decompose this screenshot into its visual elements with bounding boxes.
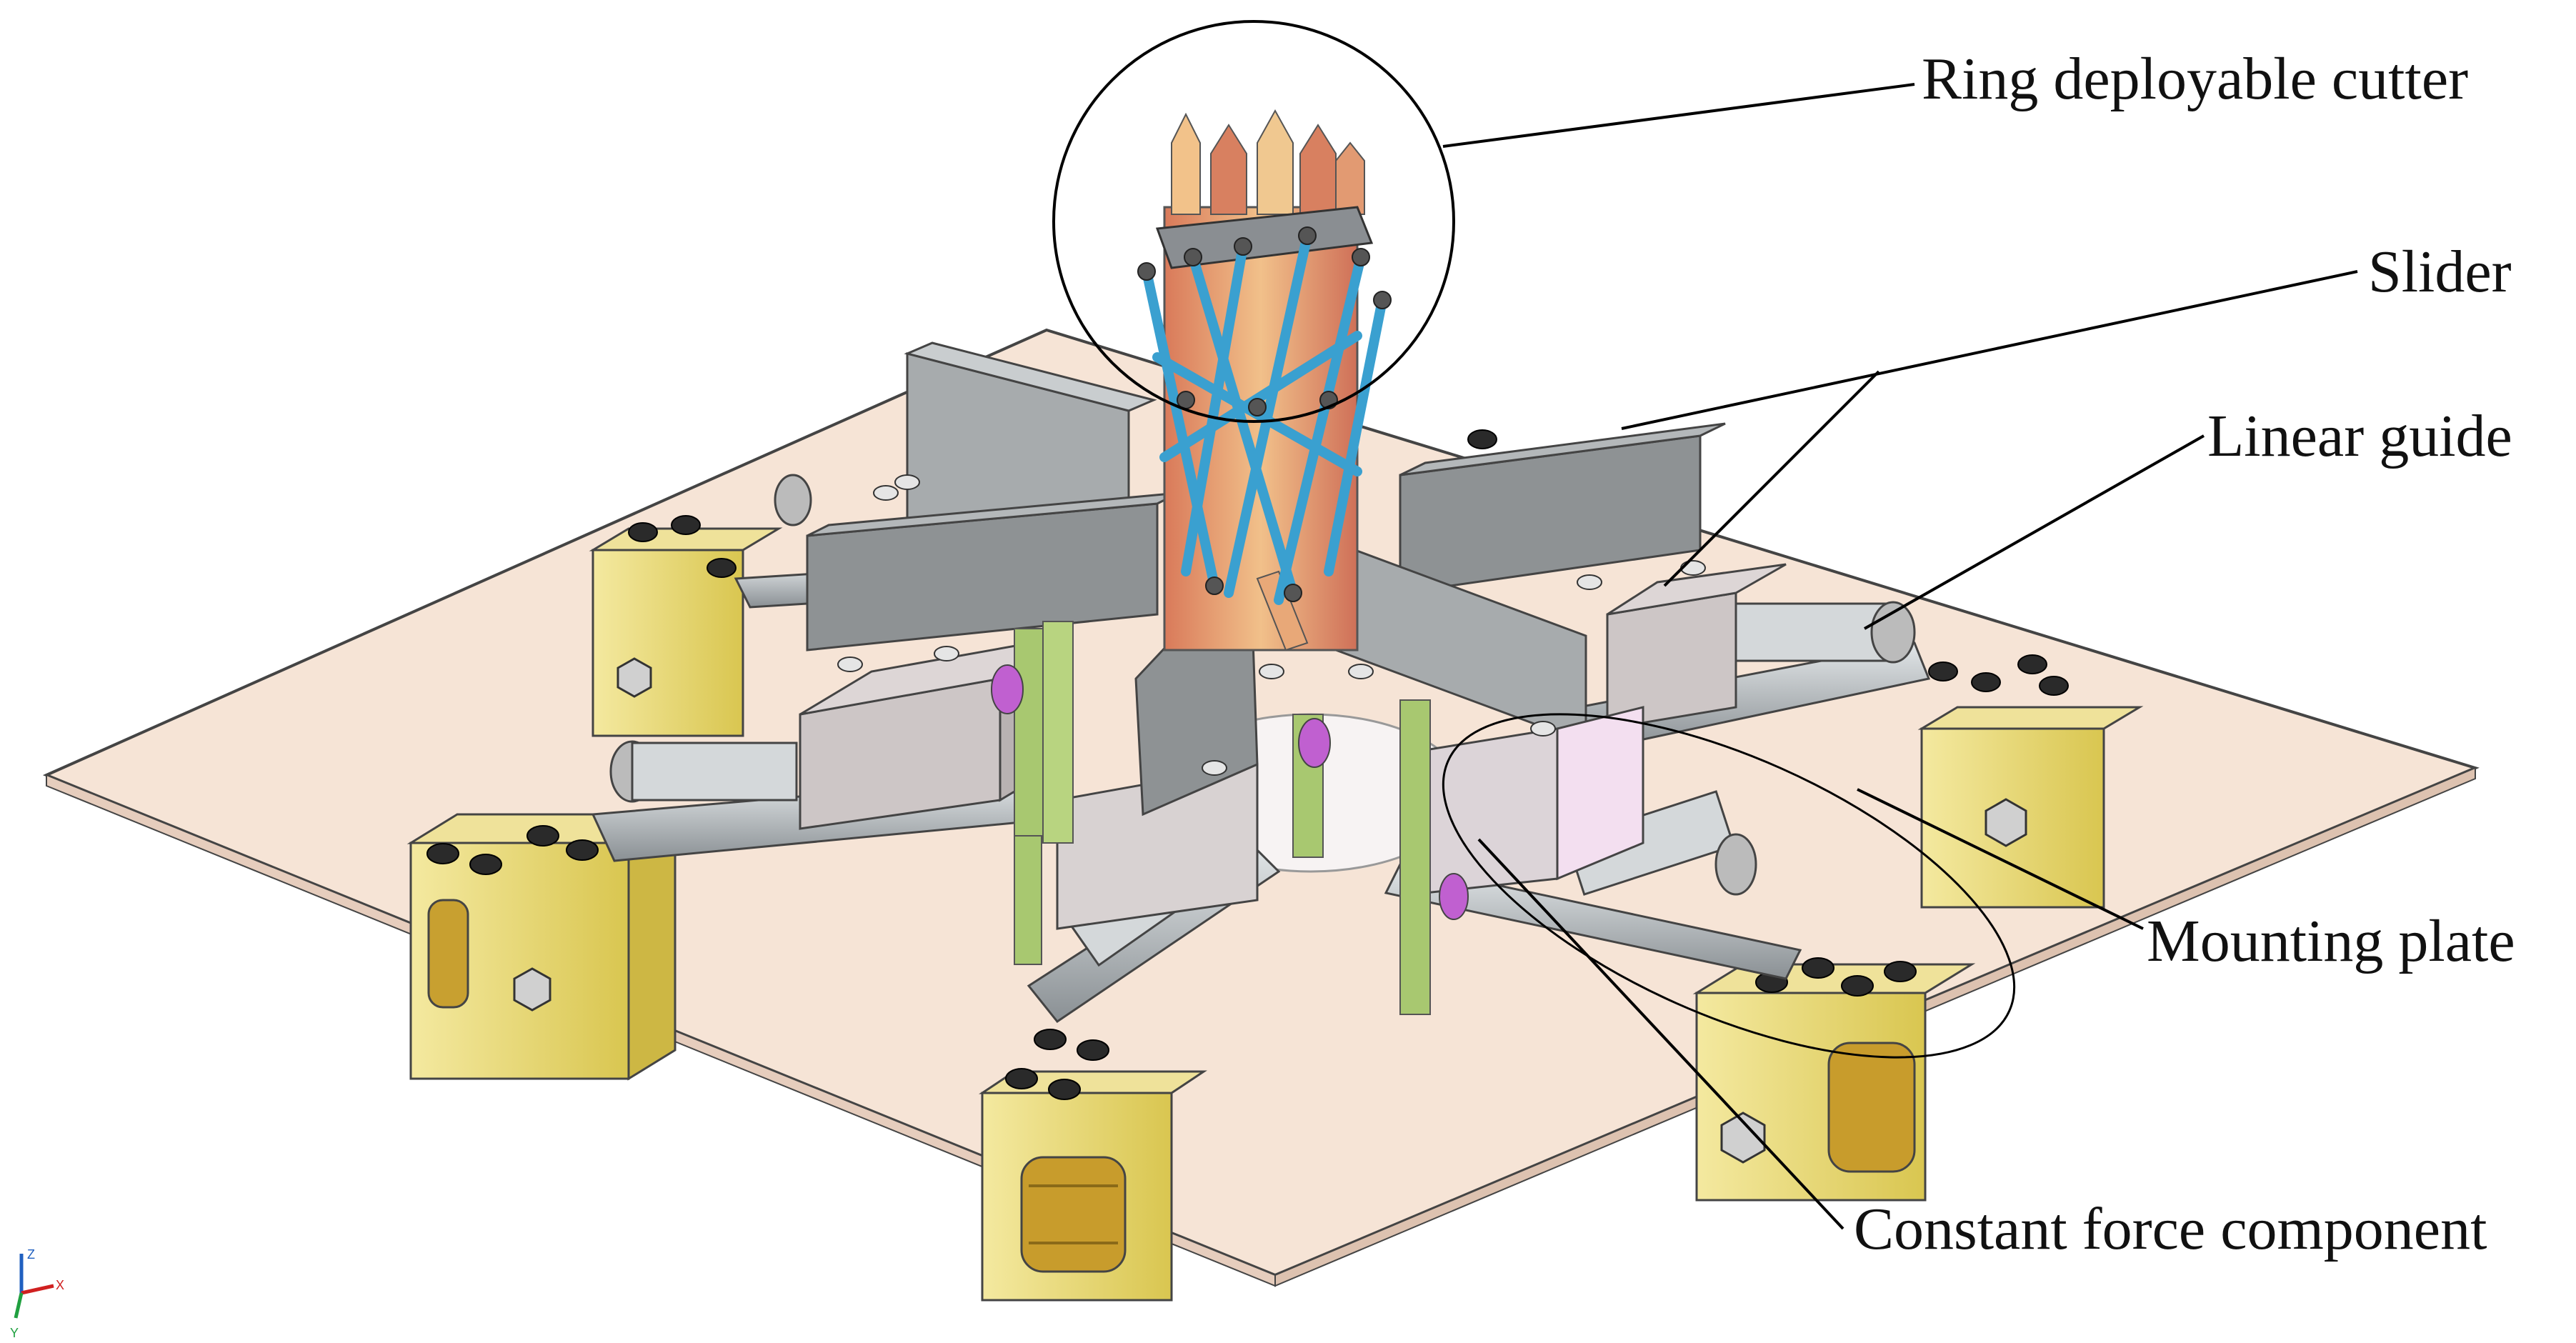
constant-force-callout-ellipse xyxy=(1442,713,2016,1059)
label-mounting-plate: Mounting plate xyxy=(2147,908,2515,974)
constant-force-strips xyxy=(991,621,1469,1015)
axis-y-label: Y xyxy=(10,1326,19,1340)
leader-ring-cutter xyxy=(1442,83,1915,148)
axis-z-label: Z xyxy=(27,1247,35,1262)
slider-front-right xyxy=(1424,706,1644,894)
label-linear-guide: Linear guide xyxy=(2207,403,2512,469)
leader-slider-b xyxy=(1663,370,1880,587)
bracket-front-right xyxy=(1692,963,1976,1202)
leader-mounting-plate xyxy=(1857,788,2144,930)
slider-right xyxy=(1606,563,1787,730)
bracket-front xyxy=(979,1070,1207,1302)
slider-bolts xyxy=(837,474,1706,776)
leader-constant-force xyxy=(1477,838,1844,1230)
label-slider: Slider xyxy=(2368,239,2512,305)
linear-guide-front-right xyxy=(1384,790,1802,980)
leader-linear-guide xyxy=(1864,434,2205,630)
cutter-callout-circle xyxy=(1052,20,1455,423)
axis-triad: Z X Y xyxy=(10,1247,64,1340)
slider-right-plate xyxy=(1399,422,1726,594)
label-ring-deployable-cutter: Ring deployable cutter xyxy=(1922,46,2468,112)
linear-guide-right xyxy=(1577,601,1931,752)
leader-slider-a xyxy=(1621,270,2358,430)
axis-x-label: X xyxy=(56,1278,64,1292)
label-constant-force-component: Constant force component xyxy=(1854,1196,2487,1262)
ring-deployable-cutter xyxy=(1137,109,1392,651)
slider-left-plate xyxy=(806,491,1179,651)
bracket-bolts xyxy=(426,429,2069,1100)
